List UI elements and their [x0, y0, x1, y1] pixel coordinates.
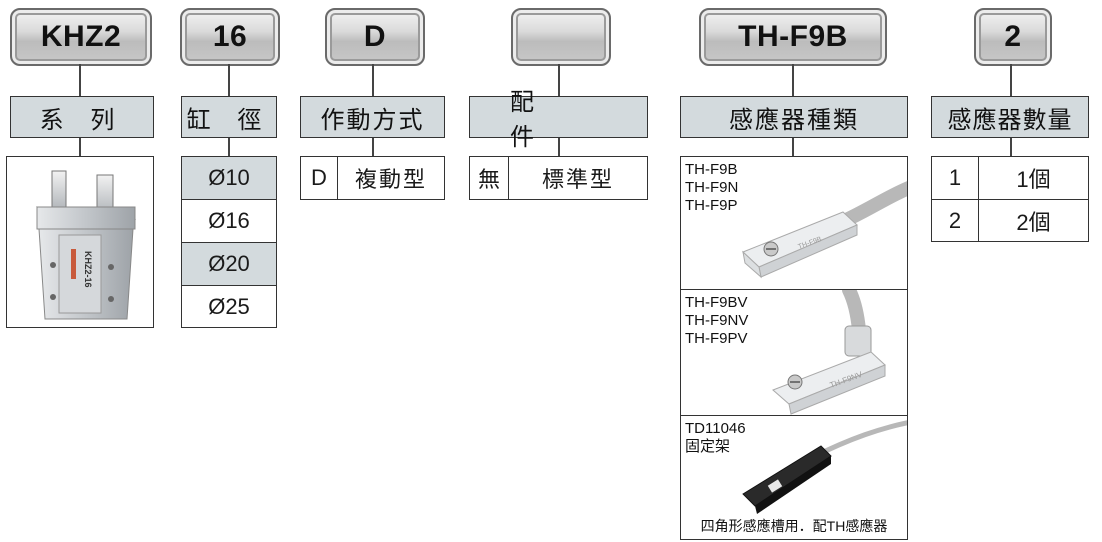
sensor-qty-code: 1: [931, 156, 979, 200]
connector-line: [1010, 138, 1012, 156]
bore-option: Ø16: [181, 199, 277, 243]
sensor-qty-label: 1個: [978, 156, 1089, 200]
connector-line: [792, 138, 794, 156]
accessory-code: 無: [469, 156, 509, 200]
connector-line: [228, 138, 230, 156]
sensor-illustration: TH-F9B: [742, 181, 907, 279]
sensor-model: TH-F9N: [685, 179, 739, 196]
sensor-type-models: TH-F9B TH-F9N TH-F9P: [685, 161, 738, 215]
sensor-caption: 四角形感應槽用．配TH感應器: [700, 518, 888, 534]
connector-line: [1010, 64, 1012, 96]
sensor-type-card: TH-F9NV TH-F9BV TH-F9NV TH-F9PV: [680, 289, 908, 416]
header-bore: 缸 徑: [181, 96, 277, 138]
sensor-model: TH-F9BV: [685, 294, 748, 311]
sensor-qty-label: 2個: [978, 199, 1089, 242]
connector-line: [79, 138, 81, 156]
sensor-model: TD11046: [685, 420, 746, 437]
connector-line: [558, 64, 560, 96]
action-code: D: [300, 156, 338, 200]
sensor-type-models: TD11046 固定架: [685, 420, 746, 456]
sensor-model: TH-F9P: [685, 197, 738, 214]
connector-line: [228, 64, 230, 96]
code-badge-accessory: [511, 8, 611, 66]
code-badge-action: D: [325, 8, 425, 66]
code-badge-sensor-qty: 2: [974, 8, 1052, 66]
sensor-model: TH-F9PV: [685, 330, 748, 347]
header-sensor-type: 感應器種類: [680, 96, 908, 138]
connector-line: [792, 64, 794, 96]
connector-line: [372, 64, 374, 96]
bore-option: Ø10: [181, 156, 277, 200]
header-series: 系 列: [10, 96, 154, 138]
header-accessory: 配 件: [469, 89, 648, 151]
bore-option: Ø20: [181, 242, 277, 286]
sensor-model: TH-F9B: [685, 161, 738, 178]
sensor-qty-code: 2: [931, 199, 979, 242]
sensor-model: TH-F9NV: [685, 312, 749, 329]
accessory-label: 標準型: [508, 156, 648, 200]
bore-option: Ø25: [181, 285, 277, 328]
sensor-type-card: TH-F9B TH-F9B TH-F9N TH-F9P: [680, 156, 908, 290]
header-action: 作動方式: [300, 96, 445, 138]
sensor-illustration: TH-F9NV: [772, 290, 886, 415]
connector-line: [79, 64, 81, 96]
connector-line: [558, 138, 560, 156]
product-model-label: KHZ2-16: [83, 251, 93, 288]
bracket-illustration: [742, 420, 907, 514]
code-badge-series: KHZ2: [10, 8, 152, 66]
gripper-illustration: KHZ2-16: [35, 170, 137, 320]
code-badge-bore: 16: [180, 8, 280, 66]
code-badge-sensor-type: TH-F9B: [699, 8, 887, 66]
connector-line: [372, 138, 374, 156]
sensor-model: 固定架: [685, 438, 731, 455]
sensor-type-card: TD11046 固定架 四角形感應槽用．配TH感應器: [680, 415, 908, 540]
action-label: 複動型: [337, 156, 445, 200]
product-image: KHZ2-16: [6, 156, 154, 328]
header-sensor-qty: 感應器數量: [931, 96, 1089, 138]
sensor-type-models: TH-F9BV TH-F9NV TH-F9PV: [685, 294, 748, 348]
